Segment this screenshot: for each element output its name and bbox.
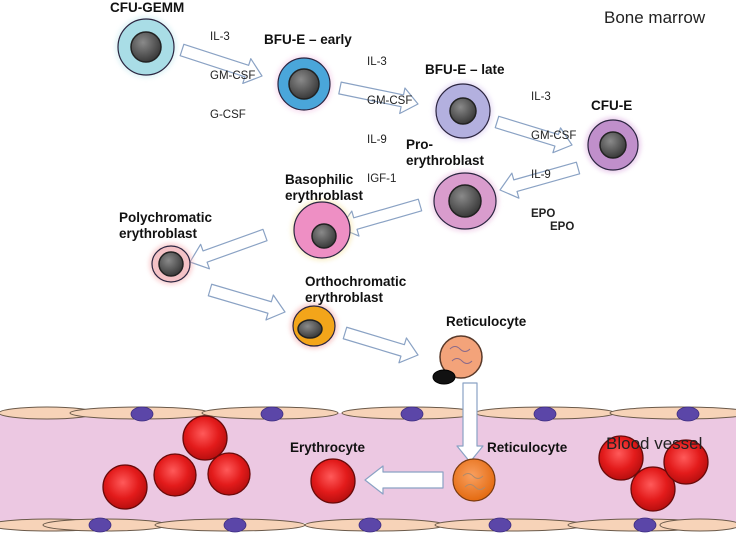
flow-arrow [456,382,484,463]
cell-orthochromatic-erythroblast [290,303,338,349]
factor: IL-9 [531,169,551,181]
flow-arrow [342,326,419,364]
label-line: Orthochromatic [305,274,407,289]
cytoplasm [439,335,483,379]
flow-arrow [338,81,419,115]
endothelial-nucleus [88,517,112,533]
flow-arrow [364,465,444,495]
endothelium-top [0,406,736,422]
endothelial-nucleus [533,406,557,422]
erythrocyte [663,439,709,485]
nucleus [311,223,337,249]
nucleus [130,31,162,63]
endothelial-nucleus [676,406,700,422]
flow-arrow [207,283,286,321]
label-line: erythroblast [305,290,384,305]
cytoplasm [452,458,496,502]
endothelial-nucleus [400,406,424,422]
nucleus [448,184,482,218]
cell-cfu-gemm [115,16,177,78]
extruded-nucleus [432,369,456,385]
erythrocyte [182,415,228,461]
label-line: Basophilic [285,172,354,187]
reticulum [451,358,473,364]
label-reticulocyte-marrow: Reticulocyte [446,314,527,329]
cell-bfu-e-late [433,81,493,141]
factor: IGF-1 [367,173,397,185]
label-orthochromatic-erythroblast: Orthochromatic erythroblast [305,274,406,306]
endothelial-nucleus [260,406,284,422]
endothelial-nucleus [358,517,382,533]
endothelial-nucleus [130,406,154,422]
label-line: Pro- [406,137,433,152]
label-line: erythroblast [285,188,364,203]
label-line: Polychromatic [119,210,213,225]
reticulum [449,346,471,352]
factor: GM-CSF [367,95,413,107]
flow-arrow [494,115,573,154]
endothelium-bottom [0,517,736,533]
factor: GM-CSF [210,70,256,82]
label-basophilic-erythroblast: Basophilic erythroblast [285,172,363,204]
nucleus [158,251,184,277]
cell-basophilic-erythroblast [291,199,353,261]
cell-reticulocyte-marrow [432,335,483,385]
erythrocyte [310,458,356,504]
factors-bfu-e-early-to-late: IL-3 GM-CSF IL-9 IGF-1 [367,30,412,212]
factor: EPO [531,208,556,220]
factor: G-CSF [210,109,246,121]
reticulum [462,473,484,479]
region-blood-vessel: Blood vessel [606,434,703,453]
cell-reticulocyte-blood [452,458,496,502]
cell-bfu-e-early [275,55,333,113]
endothelial-nucleus [223,517,247,533]
factor: EPO [550,221,575,233]
flow-arrow [189,228,268,270]
erythrocyte [102,464,148,510]
label-bfu-e-early: BFU-E – early [264,32,352,47]
factor: IL-3 [210,31,230,43]
label-cfu-e: CFU-E [591,98,633,113]
cells [102,16,709,512]
cell-polychromatic-erythroblast [149,243,193,285]
label-bfu-e-late: BFU-E – late [425,62,505,77]
flow-arrow [499,161,581,199]
label-cfu-gemm: CFU-GEMM [110,0,185,15]
region-bone-marrow: Bone marrow [604,8,706,27]
factor: IL-3 [367,56,387,68]
nucleus [297,319,323,339]
label-line: erythroblast [119,226,198,241]
label-polychromatic-erythroblast: Polychromatic erythroblast [119,210,212,242]
erythrocyte [153,453,197,497]
erythrocyte [598,435,644,481]
nucleus [449,97,477,125]
endothelial-cell [609,406,736,420]
erythrocyte [630,466,676,512]
label-line: erythroblast [406,153,485,168]
nucleus [288,68,320,100]
factor: IL-3 [531,91,551,103]
arrows [179,43,581,495]
endothelial-nucleus [488,517,512,533]
factor: GM-CSF [531,130,577,142]
nucleus [599,131,627,159]
cell-pro-erythroblast [431,170,499,232]
label-pro-erythroblast: Pro- erythroblast [406,137,484,169]
factors-cfu-gemm-to-bfu-e-early: IL-3 GM-CSF G-CSF [210,5,255,148]
reticulum [464,484,486,490]
erythrocyte [207,452,251,496]
factors-bfu-e-late-to-cfu-e: IL-3 GM-CSF IL-9 EPO [531,65,576,247]
endothelial-nucleus [633,517,657,533]
cell-cfu-e [585,117,641,173]
label-erythrocyte: Erythrocyte [290,440,366,455]
factor: IL-9 [367,134,387,146]
factors-cfu-e-to-pro-erythroblast: EPO [550,195,574,260]
flow-arrow [179,43,263,85]
endothelial-cell [659,518,736,532]
label-reticulocyte-blood: Reticulocyte [487,440,568,455]
